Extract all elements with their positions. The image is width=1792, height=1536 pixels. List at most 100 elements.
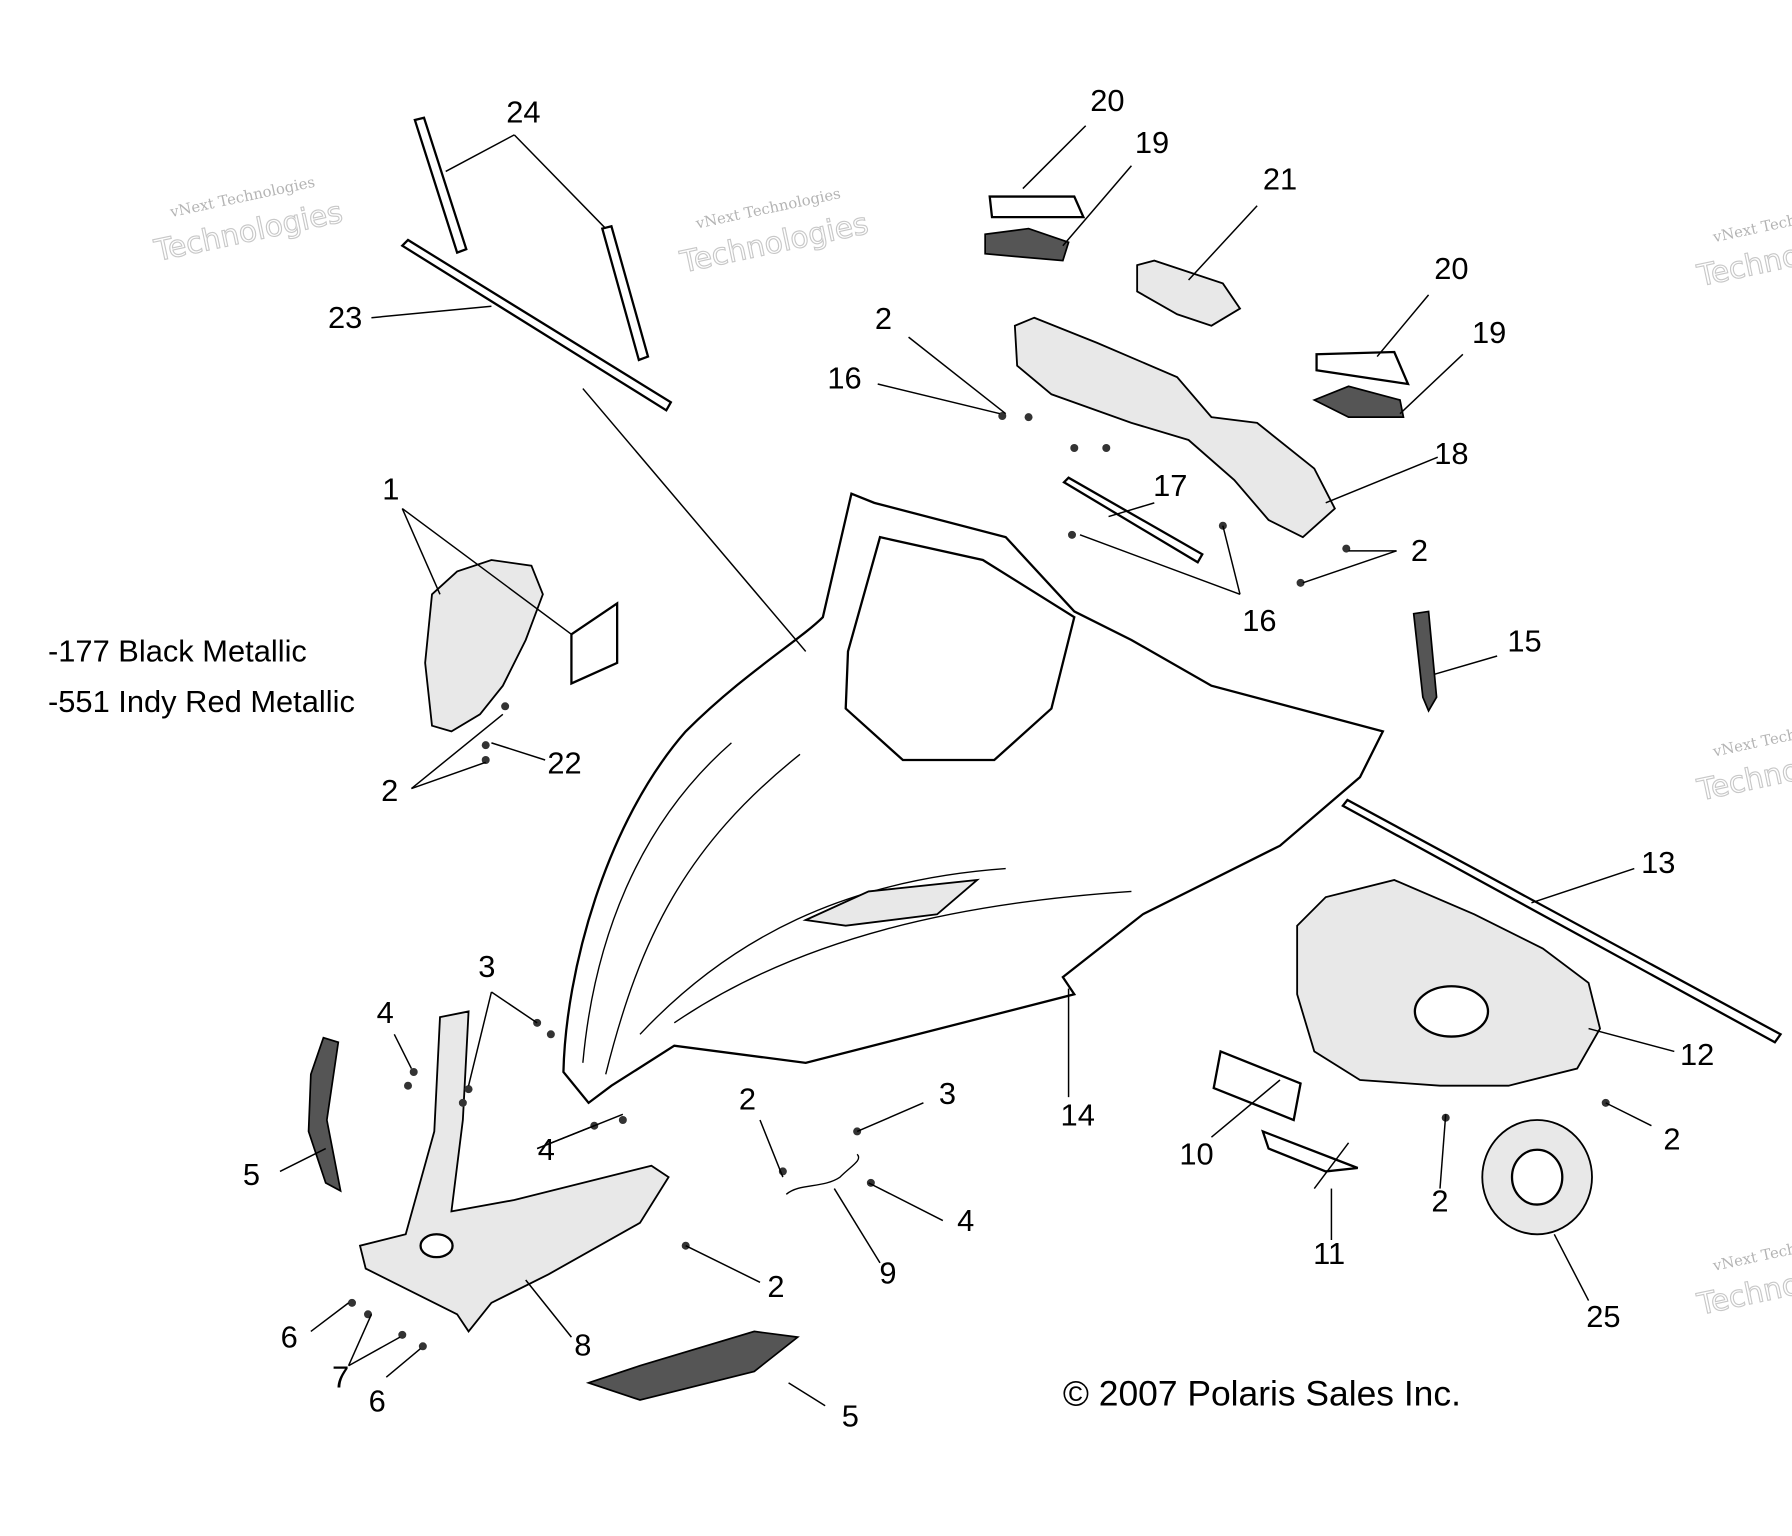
fastener <box>481 756 490 764</box>
leader-line <box>279 1147 327 1173</box>
callout-23: 23 <box>328 300 362 335</box>
callout-7: 7 <box>332 1359 349 1394</box>
callout-5: 5 <box>842 1398 859 1433</box>
leader-line <box>491 991 538 1024</box>
leader-line <box>788 1382 826 1407</box>
watermark-line1: vNext Technologies <box>1710 1227 1792 1275</box>
fastener <box>481 741 490 750</box>
leader-line <box>1222 525 1241 595</box>
leader-line <box>833 1188 881 1264</box>
part-19-bracket-right <box>1312 385 1405 418</box>
callout-10: 10 <box>1179 1137 1213 1172</box>
leader-line <box>868 1182 944 1222</box>
leader-line <box>1325 456 1438 504</box>
leader-line <box>1108 502 1155 518</box>
part-14-hood <box>562 492 1385 1105</box>
fastener <box>1070 444 1079 452</box>
callout-22: 22 <box>547 746 581 781</box>
leader-line <box>401 507 572 635</box>
part-1-mirror <box>424 559 544 733</box>
leader-line <box>411 761 486 790</box>
callout-18: 18 <box>1434 436 1468 471</box>
fastener <box>501 702 510 711</box>
part-5-grille-left <box>307 1036 342 1193</box>
part-24-strip-right <box>600 224 650 362</box>
fastener <box>1342 544 1351 553</box>
leader-line <box>908 336 1007 415</box>
callout-14: 14 <box>1061 1098 1095 1133</box>
leader-line <box>877 383 1001 415</box>
part-10-decal <box>1212 1049 1302 1122</box>
leader-line <box>1210 1079 1281 1138</box>
leader-line <box>685 1245 761 1283</box>
part-12-tank <box>1296 879 1601 1087</box>
leader-line <box>1079 534 1241 595</box>
leader-line <box>513 134 607 230</box>
leader-line <box>1399 353 1464 415</box>
part-25-ring-hole <box>1510 1148 1564 1206</box>
callout-5: 5 <box>243 1157 260 1192</box>
part-21-gauge <box>1136 259 1242 327</box>
leader-line <box>1313 1142 1350 1190</box>
fastener <box>998 412 1007 420</box>
leader-line <box>467 991 493 1086</box>
callout-24: 24 <box>506 94 540 129</box>
callout-3: 3 <box>939 1076 956 1111</box>
leader-line <box>1022 125 1087 190</box>
fastener <box>398 1330 407 1339</box>
leader-line <box>1588 1027 1675 1053</box>
leader-line <box>1531 867 1635 904</box>
part-9-cable <box>785 1153 860 1195</box>
callout-19: 19 <box>1472 315 1506 350</box>
leader-line <box>525 1279 573 1338</box>
callout-13: 13 <box>1641 845 1675 880</box>
callout-16: 16 <box>827 361 861 396</box>
leader-line <box>445 134 515 173</box>
callout-25: 25 <box>1586 1299 1620 1334</box>
color-note-black: -177 Black Metallic <box>48 634 307 669</box>
callout-2: 2 <box>767 1269 784 1304</box>
leader-line <box>491 742 546 761</box>
fastener <box>1024 413 1033 422</box>
part-18-console <box>1013 316 1336 539</box>
callout-6: 6 <box>369 1383 386 1418</box>
color-note-red: -551 Indy Red Metallic <box>48 684 355 719</box>
part-1-lens <box>570 601 619 686</box>
leader-lines <box>279 125 1675 1407</box>
fastener <box>1102 444 1111 452</box>
callout-11: 11 <box>1313 1236 1345 1271</box>
part-11-decal <box>1261 1129 1359 1173</box>
fastener <box>1296 578 1305 587</box>
callout-1: 1 <box>382 471 399 506</box>
leader-line <box>1434 655 1498 675</box>
fastener <box>409 1068 418 1076</box>
callouts: 2423201921201921618172161512221312143454… <box>243 83 1714 1433</box>
callout-3: 3 <box>478 949 495 984</box>
fastener <box>348 1298 356 1307</box>
callout-21: 21 <box>1263 162 1297 197</box>
part-20-pad-top <box>988 195 1086 219</box>
callout-2: 2 <box>875 301 892 336</box>
callout-17: 17 <box>1153 468 1187 503</box>
callout-12: 12 <box>1680 1037 1714 1072</box>
fastener <box>458 1098 467 1107</box>
callout-16: 16 <box>1242 603 1276 638</box>
callout-9: 9 <box>879 1255 896 1290</box>
leader-line <box>1439 1114 1447 1189</box>
leader-line <box>410 713 504 790</box>
watermark-line1: vNext Technologies <box>1710 198 1792 246</box>
callout-8: 8 <box>574 1327 591 1362</box>
callout-2: 2 <box>739 1082 756 1117</box>
part-14-vent <box>802 878 980 927</box>
leader-line <box>536 1113 624 1150</box>
callout-20: 20 <box>1090 83 1124 118</box>
callout-2: 2 <box>1663 1122 1680 1157</box>
part-20-pad-right <box>1315 350 1410 386</box>
callout-2: 2 <box>381 773 398 808</box>
part-23-strip <box>400 238 673 412</box>
